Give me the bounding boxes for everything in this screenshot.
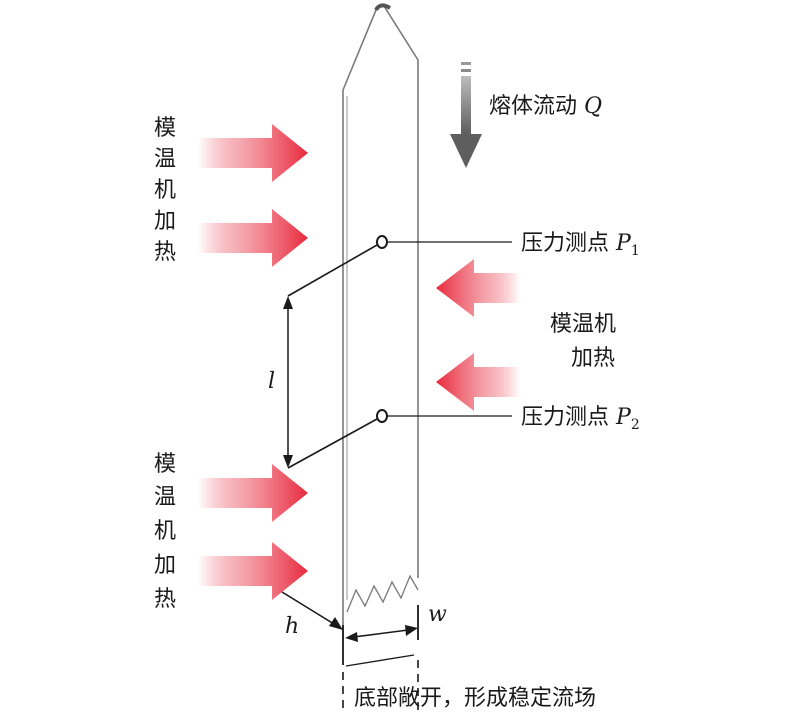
bottom-note: 底部敞开，形成稳定流场 — [354, 686, 596, 711]
heater-char: 模 — [154, 116, 176, 141]
thickness-h-dimension — [281, 591, 343, 630]
dashed-extension-lines — [342, 660, 419, 712]
distance-l-dimension — [283, 296, 293, 468]
heater-char: 机 — [154, 178, 176, 203]
heater-char: 温 — [154, 485, 176, 510]
slit-left-wall — [342, 5, 379, 91]
heat-arrow-left-3 — [198, 464, 308, 522]
heater-char: 机 — [154, 519, 176, 544]
heat-arrow-left-4 — [198, 542, 308, 600]
heat-arrow-right-2 — [436, 353, 520, 411]
slit-right-wall — [383, 5, 419, 578]
open-bottom-zigzag — [346, 574, 419, 613]
sensor2-label: 压力测点 P2 — [521, 405, 640, 433]
pressure-sensor-2 — [287, 409, 512, 469]
pressure-sensor-1 — [287, 235, 512, 297]
heater-char: 热 — [154, 240, 176, 265]
heat-arrow-left-2 — [198, 209, 308, 267]
slit-top-edge — [374, 3, 392, 12]
heater-char: 温 — [154, 147, 176, 172]
dim-l-label: l — [268, 369, 275, 394]
left-heater-label-bottom: 模 温 机 加 热 — [154, 452, 176, 612]
dim-w-label: w — [428, 602, 447, 627]
heater-char: 加 — [154, 553, 176, 578]
heat-arrow-left-1 — [198, 124, 308, 182]
dim-h-label: h — [285, 614, 299, 639]
flow-label: 熔体流动 Q — [489, 94, 602, 119]
right-heater-label-line2: 加热 — [571, 346, 615, 371]
right-heater-label-line1: 模温机 — [550, 312, 616, 337]
heater-char: 加 — [154, 209, 176, 234]
flow-arrow — [450, 62, 482, 168]
heat-arrow-right-1 — [436, 259, 520, 317]
slit-channel — [342, 3, 419, 640]
sensor1-label: 压力测点 P1 — [521, 231, 640, 259]
left-heater-label-top: 模 温 机 加 热 — [154, 116, 176, 265]
heater-char: 热 — [154, 587, 176, 612]
heater-char: 模 — [154, 452, 176, 477]
width-w-dimension — [342, 605, 419, 667]
